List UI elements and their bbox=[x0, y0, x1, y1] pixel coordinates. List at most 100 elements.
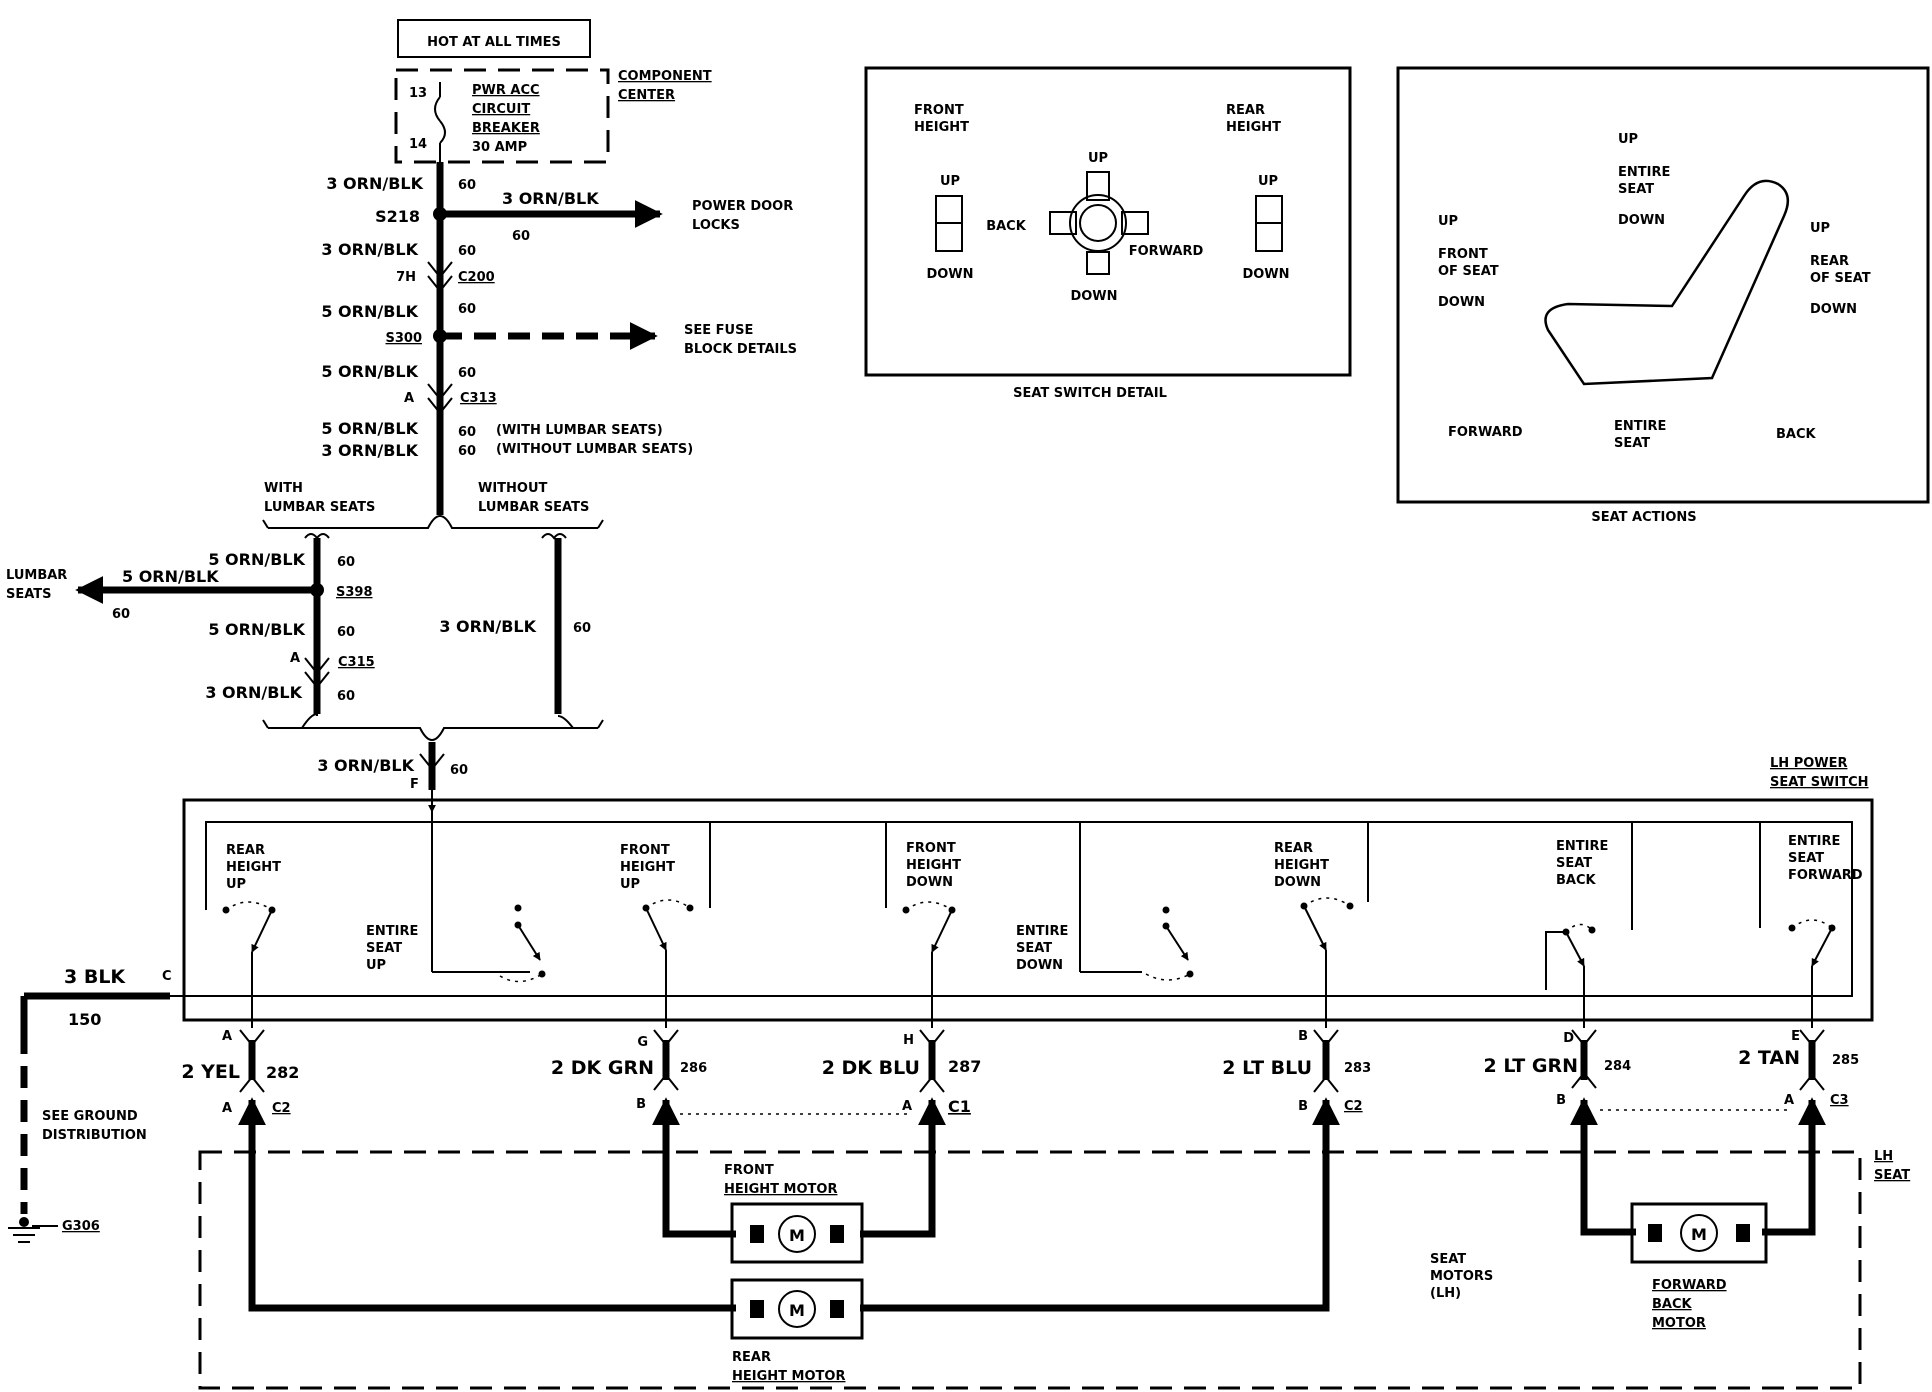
circuit-number: 60 bbox=[458, 244, 476, 259]
top-pin: H bbox=[903, 1033, 914, 1048]
lh-seat-boundary bbox=[198, 1150, 1862, 1390]
contact-label: HEIGHT bbox=[620, 860, 675, 875]
lh-seat: LH SEAT SEAT MOTORS (LH) M FRONT HEIGHT … bbox=[198, 1097, 1910, 1390]
rear-height-motor-label: REAR bbox=[732, 1350, 771, 1365]
circuit-number: 284 bbox=[1604, 1059, 1631, 1074]
switch-bus bbox=[170, 821, 1853, 997]
breaker-label-line: 30 AMP bbox=[472, 140, 527, 155]
circuit-breaker-symbol bbox=[434, 96, 441, 122]
lh-power-seat-switch: LH POWER SEAT SWITCH REAR HEIGHT UP ENTI… bbox=[170, 756, 1874, 1028]
circuit-number: 283 bbox=[1344, 1061, 1371, 1076]
rear-up-label: UP bbox=[1258, 174, 1278, 189]
main-feed: 3 ORN/BLK 60 S218 3 ORN/BLK 60 POWER DOO… bbox=[262, 162, 797, 529]
contact-label: SEAT bbox=[1556, 856, 1592, 871]
connector-name: C315 bbox=[338, 655, 375, 670]
circuit-number: 282 bbox=[266, 1063, 299, 1082]
wire-label: 2 LT BLU bbox=[1222, 1057, 1312, 1079]
lumbar-note: (WITH LUMBAR SEATS) bbox=[496, 423, 663, 438]
wire-label: 3 ORN/BLK bbox=[439, 617, 536, 636]
front-down-action: DOWN bbox=[1438, 295, 1485, 310]
rear-motor-wire-b bbox=[860, 1097, 1340, 1312]
without-lumbar-label: LUMBAR SEATS bbox=[478, 500, 589, 515]
lumbar-branches: 5 ORN/BLK 60 S398 5 ORN/BLK 60 LUMBAR SE… bbox=[6, 533, 604, 792]
connector-name: C2 bbox=[272, 1101, 291, 1116]
seat-actions: SEAT ACTIONS UP ENTIRE SEAT DOWN UP FRON… bbox=[1396, 66, 1930, 525]
wire-label: 2 DK BLU bbox=[822, 1057, 920, 1079]
lumbar-note: (WITHOUT LUMBAR SEATS) bbox=[496, 442, 693, 457]
seat-switch-detail: SEAT SWITCH DETAIL FRONT HEIGHT REAR HEI… bbox=[864, 66, 1352, 401]
option-break-line bbox=[268, 514, 598, 529]
circuit-number: 60 bbox=[112, 607, 130, 622]
switch-contact-front-height-up: FRONT HEIGHT UP bbox=[620, 843, 694, 951]
motor-symbol: M bbox=[789, 1226, 805, 1245]
contact-label: SEAT bbox=[1016, 941, 1052, 956]
fuse-block-label: SEE FUSE bbox=[684, 323, 753, 338]
output-wire-lt-blu: B 2 LT BLU 283 B C2 bbox=[1222, 1029, 1371, 1114]
ground-circuit: C 3 BLK 150 SEE GROUND DISTRIBUTION G306 bbox=[8, 966, 172, 1243]
front-motor-wire-a bbox=[652, 1097, 736, 1238]
contact-label: UP bbox=[620, 877, 640, 892]
ground-note: DISTRIBUTION bbox=[42, 1128, 147, 1143]
with-lumbar-label: LUMBAR SEATS bbox=[264, 500, 375, 515]
option-rejoin-line bbox=[268, 727, 598, 742]
rear-height-motor: M REAR HEIGHT MOTOR bbox=[730, 1278, 864, 1384]
seat-motors-label: MOTORS bbox=[1430, 1269, 1493, 1284]
contact-label: UP bbox=[226, 877, 246, 892]
switch-assembly-box bbox=[182, 798, 1874, 1022]
rear-height-label: REAR bbox=[1226, 103, 1265, 118]
switch-title: LH POWER bbox=[1770, 756, 1848, 771]
forward-back-motor-wire-b bbox=[1762, 1097, 1826, 1236]
entire-seat-label: ENTIRE bbox=[1618, 165, 1670, 180]
top-pin: A bbox=[222, 1029, 232, 1044]
front-height-label: FRONT bbox=[914, 103, 964, 118]
contact-label: DOWN bbox=[1274, 875, 1321, 890]
wire-label: 3 ORN/BLK bbox=[317, 756, 414, 775]
door-locks-label: POWER DOOR bbox=[692, 199, 793, 214]
connector-c200 bbox=[427, 261, 453, 279]
connector-name: C200 bbox=[458, 270, 495, 285]
front-up-action: UP bbox=[1438, 214, 1458, 229]
rear-down-action: DOWN bbox=[1810, 302, 1857, 317]
back-action: BACK bbox=[1776, 427, 1817, 442]
switch-contact-entire-seat-up: ENTIRE SEAT UP bbox=[366, 904, 546, 983]
wire-label: 5 ORN/BLK bbox=[321, 362, 418, 381]
forward-back-motor-label: MOTOR bbox=[1652, 1316, 1706, 1331]
bottom-pin: A bbox=[222, 1101, 232, 1116]
rear-up-action: UP bbox=[1810, 221, 1830, 236]
contact-label: REAR bbox=[226, 843, 265, 858]
circuit-number: 60 bbox=[337, 625, 355, 640]
wire-label: 3 ORN/BLK bbox=[321, 441, 418, 460]
front-motor-wire-b bbox=[860, 1097, 946, 1238]
output-wires: A 2 YEL 282 A C2 G 2 DK GRN 286 B H 2 DK… bbox=[181, 1029, 1859, 1116]
entire-seat-bottom-label: SEAT bbox=[1614, 436, 1650, 451]
center-cross-switch-icon bbox=[1049, 171, 1149, 275]
ground-wire-label: 3 BLK bbox=[64, 966, 126, 988]
entire-seat-label: SEAT bbox=[1618, 182, 1654, 197]
hot-at-all-times-box bbox=[397, 19, 591, 58]
contact-label: FRONT bbox=[620, 843, 670, 858]
circuit-number: 287 bbox=[948, 1057, 981, 1076]
front-height-motor-label: HEIGHT MOTOR bbox=[724, 1182, 837, 1197]
circuit-number: 60 bbox=[450, 763, 468, 778]
seat-motors-label: (LH) bbox=[1430, 1286, 1461, 1301]
lumbar-seats-label: LUMBAR bbox=[6, 568, 67, 583]
wire-label: 2 LT GRN bbox=[1484, 1055, 1579, 1077]
hot-at-all-times-label: HOT AT ALL TIMES bbox=[427, 35, 561, 50]
contact-label: HEIGHT bbox=[1274, 858, 1329, 873]
forward-back-motor-label: BACK bbox=[1652, 1297, 1693, 1312]
breaker-label-line: PWR ACC bbox=[472, 83, 540, 98]
switch-contact-entire-seat-back: ENTIRE SEAT BACK bbox=[1545, 839, 1608, 990]
rear-of-seat-label: OF SEAT bbox=[1810, 271, 1871, 286]
wire-label: 3 ORN/BLK bbox=[321, 240, 418, 259]
contact-label: ENTIRE bbox=[366, 924, 418, 939]
connector-name: C313 bbox=[460, 391, 497, 406]
circuit-number: 60 bbox=[458, 366, 476, 381]
bottom-pin: B bbox=[1298, 1099, 1308, 1114]
circuit-number: 60 bbox=[512, 229, 530, 244]
splice-label: S398 bbox=[336, 585, 373, 600]
connector-pin: 7H bbox=[396, 270, 416, 285]
connector-pin: A bbox=[404, 391, 414, 406]
bottom-pin: A bbox=[902, 1099, 912, 1114]
contact-label: UP bbox=[366, 958, 386, 973]
